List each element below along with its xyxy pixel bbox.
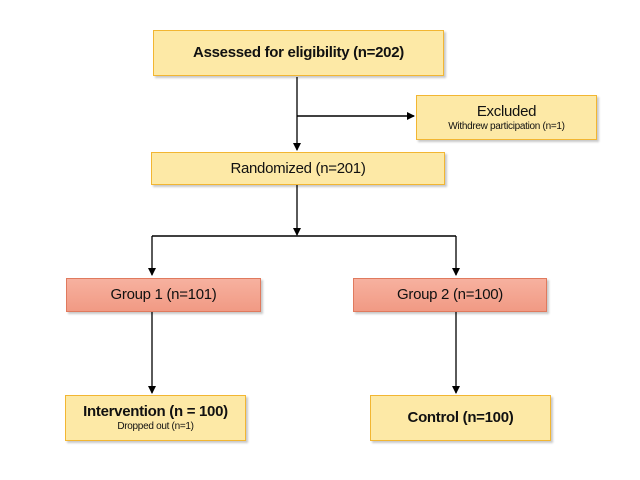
node-group1: Group 1 (n=101) (66, 278, 261, 312)
node-intervention-label: Intervention (n = 100) (83, 403, 228, 420)
node-control: Control (n=100) (370, 395, 551, 441)
node-assessed-label: Assessed for eligibility (n=202) (193, 44, 404, 61)
node-group1-label: Group 1 (n=101) (110, 286, 217, 303)
node-intervention: Intervention (n = 100) Dropped out (n=1) (65, 395, 246, 441)
node-randomized-label: Randomized (n=201) (230, 159, 366, 177)
node-excluded-label: Excluded (476, 102, 537, 120)
node-group2-label: Group 2 (n=100) (397, 286, 503, 303)
node-intervention-detail: Dropped out (n=1) (117, 421, 194, 432)
node-randomized: Randomized (n=201) (151, 152, 445, 185)
node-excluded: Excluded Withdrew participation (n=1) (416, 95, 597, 140)
node-group2: Group 2 (n=100) (353, 278, 547, 312)
node-excluded-detail: Withdrew participation (n=1) (448, 120, 565, 132)
node-assessed: Assessed for eligibility (n=202) (153, 30, 444, 76)
node-control-label: Control (n=100) (407, 409, 514, 426)
